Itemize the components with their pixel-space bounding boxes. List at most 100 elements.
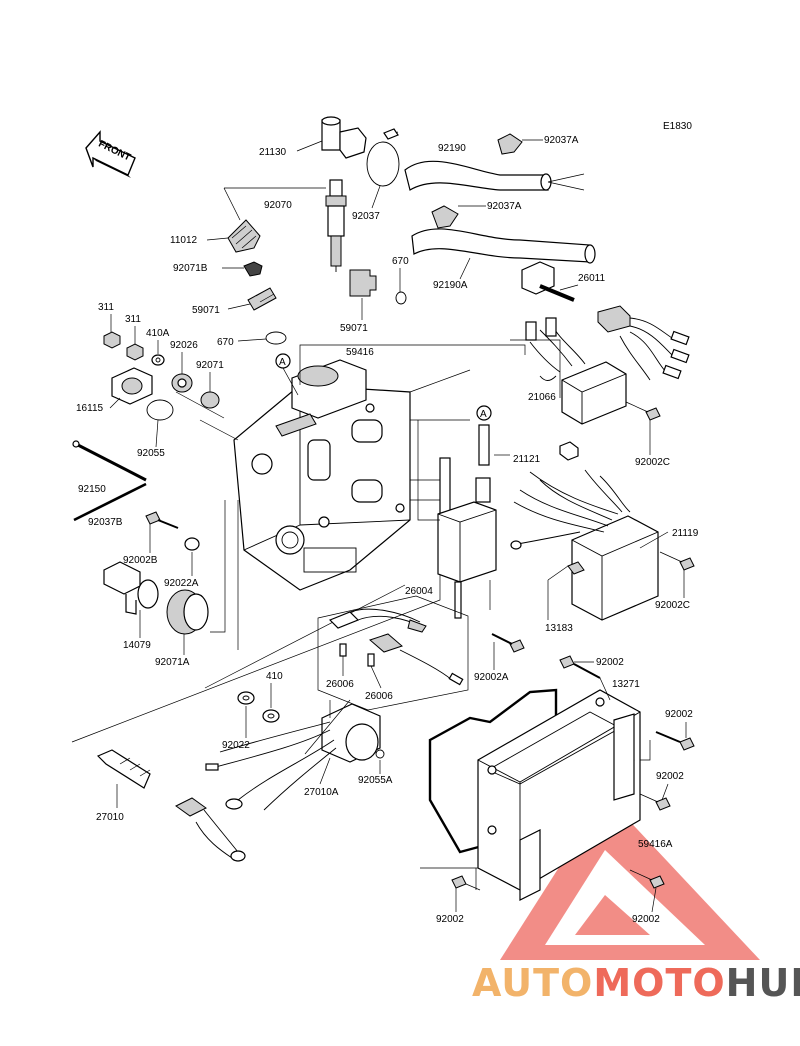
bolt-92002A [491, 633, 525, 653]
label-92002B: 92002B [123, 555, 158, 566]
lead-wire-26004 [317, 595, 469, 711]
label-26004: 26004 [405, 586, 433, 597]
label-92055A: 92055A [358, 775, 393, 786]
label-26011: 26011 [578, 273, 606, 284]
label-14079: 14079 [123, 640, 151, 651]
label-311-b: 311 [125, 314, 141, 325]
hose-lower [411, 228, 596, 264]
label-92026: 92026 [170, 340, 198, 351]
label-21121: 21121 [513, 454, 541, 465]
cdi-unit-21119 [510, 441, 659, 621]
label-21130: 21130 [259, 147, 287, 158]
label-92002C-lower: 92002C [655, 600, 690, 611]
svg-text:AUTOMOTOHUB: AUTOMOTOHUB [472, 961, 800, 1005]
label-92071: 92071 [196, 360, 224, 371]
fitting-59071-left [247, 287, 277, 311]
pin-92037B [73, 482, 147, 522]
label-92037: 92037 [352, 211, 380, 222]
label-92037A-lower: 92037A [487, 201, 522, 212]
fitting-59071-upper [349, 269, 377, 297]
label-21066: 21066 [528, 392, 556, 403]
label-92022: 92022 [222, 740, 250, 751]
washer-92022A [184, 537, 200, 551]
label-670-upper: 670 [392, 256, 409, 267]
o-ring-670-left [265, 331, 287, 345]
hose-clip-upper [497, 133, 523, 155]
bolt-92002B [145, 511, 179, 529]
stud-92150 [72, 440, 147, 482]
nut-311-a [103, 331, 121, 349]
callout-marker-a-left: A [275, 353, 299, 396]
label-59071-center: 59071 [340, 323, 368, 334]
label-26006-b: 26006 [365, 691, 393, 702]
nut-311-b [126, 343, 144, 361]
label-410A: 410A [146, 328, 170, 339]
label-92037B: 92037B [88, 517, 123, 528]
bolt-92002C-upper [625, 401, 661, 421]
svg-text:A: A [480, 409, 487, 420]
label-670-left: 670 [217, 337, 234, 348]
label-13271: 13271 [612, 679, 640, 690]
bolt-92002C-lower [659, 551, 695, 571]
washer-410A [151, 354, 165, 366]
plug-cap-boot [227, 219, 261, 253]
label-92190: 92190 [438, 143, 466, 154]
washer-92022 [237, 691, 255, 705]
label-92037A-upper: 92037A [544, 135, 579, 146]
label-92190A: 92190A [433, 280, 468, 291]
bolt-92002-lower-right [629, 869, 665, 889]
label-92022A: 92022A [164, 578, 199, 589]
bolt-92002-lower-left [451, 875, 481, 891]
label-92071A: 92071A [155, 657, 190, 668]
part-labels: 21130 92070 11012 92037 92190 92037A 920… [76, 135, 699, 925]
svg-text:A: A [279, 357, 286, 368]
label-92150: 92150 [78, 484, 106, 495]
cover-16115 [111, 367, 153, 405]
relay-27010A [205, 703, 381, 811]
label-92002-lower-left: 92002 [436, 914, 464, 925]
main-housing-59416 [233, 359, 411, 591]
label-92002-right-upper: 92002 [665, 709, 693, 720]
watermark-logo: AUTOMOTOHUB [472, 961, 800, 1005]
ignition-coil-21121 [437, 424, 497, 619]
label-27010A: 27010A [304, 787, 339, 798]
cover-13271 [477, 689, 641, 901]
grommet-92071A [166, 589, 209, 635]
grommet-92026 [171, 373, 193, 393]
washer-410 [262, 709, 280, 723]
rectifier-21066 [525, 317, 627, 425]
callout-marker-a-right: A [476, 405, 492, 421]
label-16115: 16115 [76, 403, 104, 414]
label-26006-a: 26006 [326, 679, 354, 690]
label-27010: 27010 [96, 812, 124, 823]
hose-clip-lower [431, 205, 459, 229]
label-92070: 92070 [264, 200, 292, 211]
label-410: 410 [266, 671, 283, 682]
label-92002-right-mid: 92002 [656, 771, 684, 782]
label-13183: 13183 [545, 623, 573, 634]
bolt-92002-right-upper [655, 731, 695, 751]
grommet-92071 [200, 391, 220, 409]
label-21119: 21119 [672, 528, 699, 539]
label-92055: 92055 [137, 448, 165, 459]
label-59416A: 59416A [638, 839, 673, 850]
watermark-triangle [500, 795, 760, 960]
grommet-92071B [243, 261, 263, 277]
spark-plug-cap [321, 116, 399, 159]
label-59416: 59416 [346, 347, 374, 358]
switch-27010 [96, 749, 246, 862]
label-92002A: 92002A [474, 672, 509, 683]
label-59071-left: 59071 [192, 305, 220, 316]
label-311-a: 311 [98, 302, 114, 313]
diagram-code: E1830 [663, 121, 692, 132]
connector-26011 [521, 261, 690, 381]
label-92071B: 92071B [173, 263, 208, 274]
spark-plug [325, 179, 347, 272]
o-ring-670-upper [395, 291, 407, 305]
label-11012: 11012 [170, 235, 198, 246]
hose-clamp [366, 141, 400, 187]
bolt-92002-right-mid [639, 793, 671, 811]
fitting-14079 [103, 561, 159, 615]
label-92002-lower-right: 92002 [632, 914, 660, 925]
